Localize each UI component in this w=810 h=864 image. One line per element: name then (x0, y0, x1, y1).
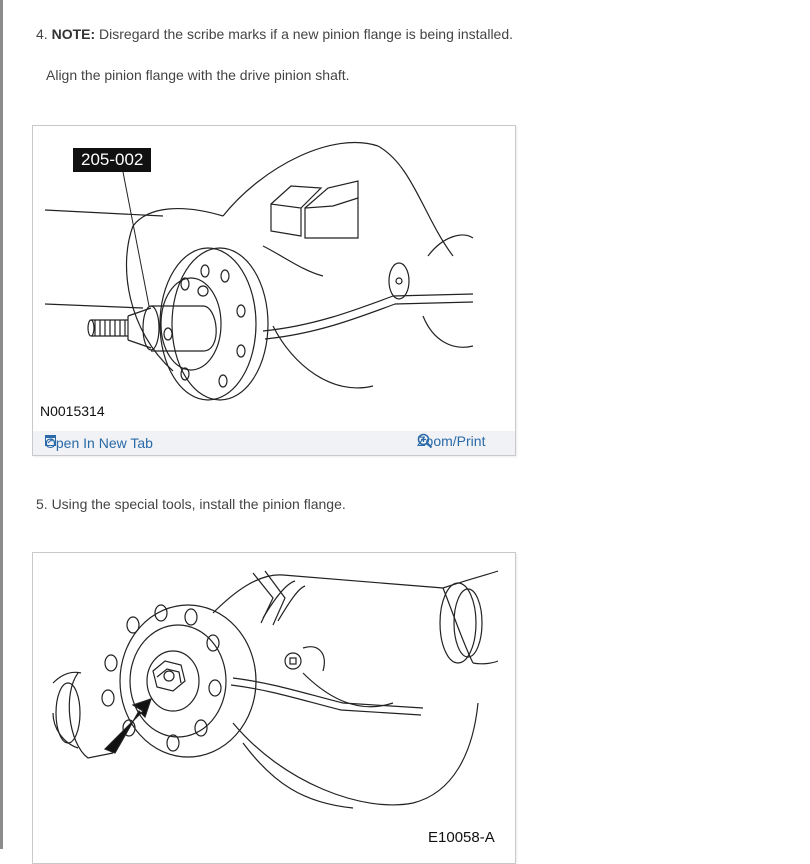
pinion-flange-illustration (44, 141, 474, 401)
figure-install-flange: E10058-A (32, 552, 516, 864)
step-5-instruction: 5. Using the special tools, install the … (36, 496, 346, 512)
zoom-print-label: Zoom/Print (417, 433, 486, 449)
figure-footer: Open In New Tab Zoom/Print (33, 431, 515, 455)
tool-number-label: 205-002 (73, 148, 152, 172)
figure-pinion-alignment: 205-002 N0015314 Open In New Tab Zoom/Pr… (32, 125, 516, 456)
flange-install-illustration (52, 570, 499, 809)
note-label: NOTE: (51, 26, 96, 42)
figure-id: E10058-A (428, 829, 495, 846)
step-number: 4. (36, 26, 48, 42)
open-in-new-tab-label: Open In New Tab (45, 435, 153, 451)
magnifier-plus-icon (417, 433, 433, 449)
note-text: Disregard the scribe marks if a new pini… (99, 26, 514, 42)
step-4-instruction: Align the pinion flange with the drive p… (46, 67, 350, 83)
zoom-print-link[interactable]: Zoom/Print (417, 433, 485, 449)
figure-id: N0015314 (40, 403, 105, 419)
open-in-new-tab-link[interactable]: Open In New Tab (45, 435, 153, 451)
left-border (0, 0, 3, 849)
step-4-note: 4. NOTE: Disregard the scribe marks if a… (36, 25, 513, 43)
open-new-tab-icon (45, 435, 56, 446)
